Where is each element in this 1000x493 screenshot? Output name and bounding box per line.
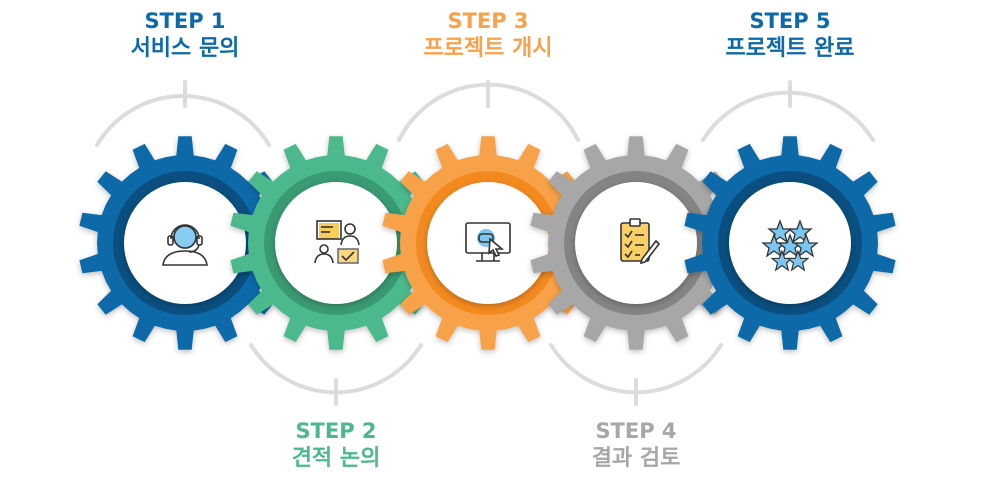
step-number: STEP 1 <box>144 9 226 33</box>
headset-agent-icon <box>162 224 208 266</box>
step-5-label: STEP 5 프로젝트 완료 <box>680 8 900 64</box>
gear-hub <box>275 182 397 304</box>
meeting-presentation-icon <box>314 220 360 264</box>
stars-rating-icon <box>761 219 819 272</box>
step-4-label: STEP 4 결과 검토 <box>526 418 746 474</box>
step-title: 견적 논의 <box>291 446 381 472</box>
step-title: 결과 검토 <box>591 446 681 472</box>
clipboard-checklist-icon <box>620 218 661 265</box>
monitor-cursor-icon <box>465 222 511 262</box>
step-1-label: STEP 1 서비스 문의 <box>75 8 295 64</box>
step-title: 서비스 문의 <box>130 36 240 62</box>
step-number: STEP 5 <box>749 9 831 33</box>
step-title: 프로젝트 개시 <box>423 36 553 62</box>
gear-step-2 <box>230 136 442 350</box>
step-number: STEP 2 <box>295 419 377 443</box>
connectors <box>95 80 875 406</box>
step-title: 프로젝트 완료 <box>725 36 855 62</box>
step-2-label: STEP 2 견적 논의 <box>226 418 446 474</box>
step-number: STEP 3 <box>447 9 529 33</box>
step-number: STEP 4 <box>595 419 677 443</box>
step-3-label: STEP 3 프로젝트 개시 <box>378 8 598 64</box>
